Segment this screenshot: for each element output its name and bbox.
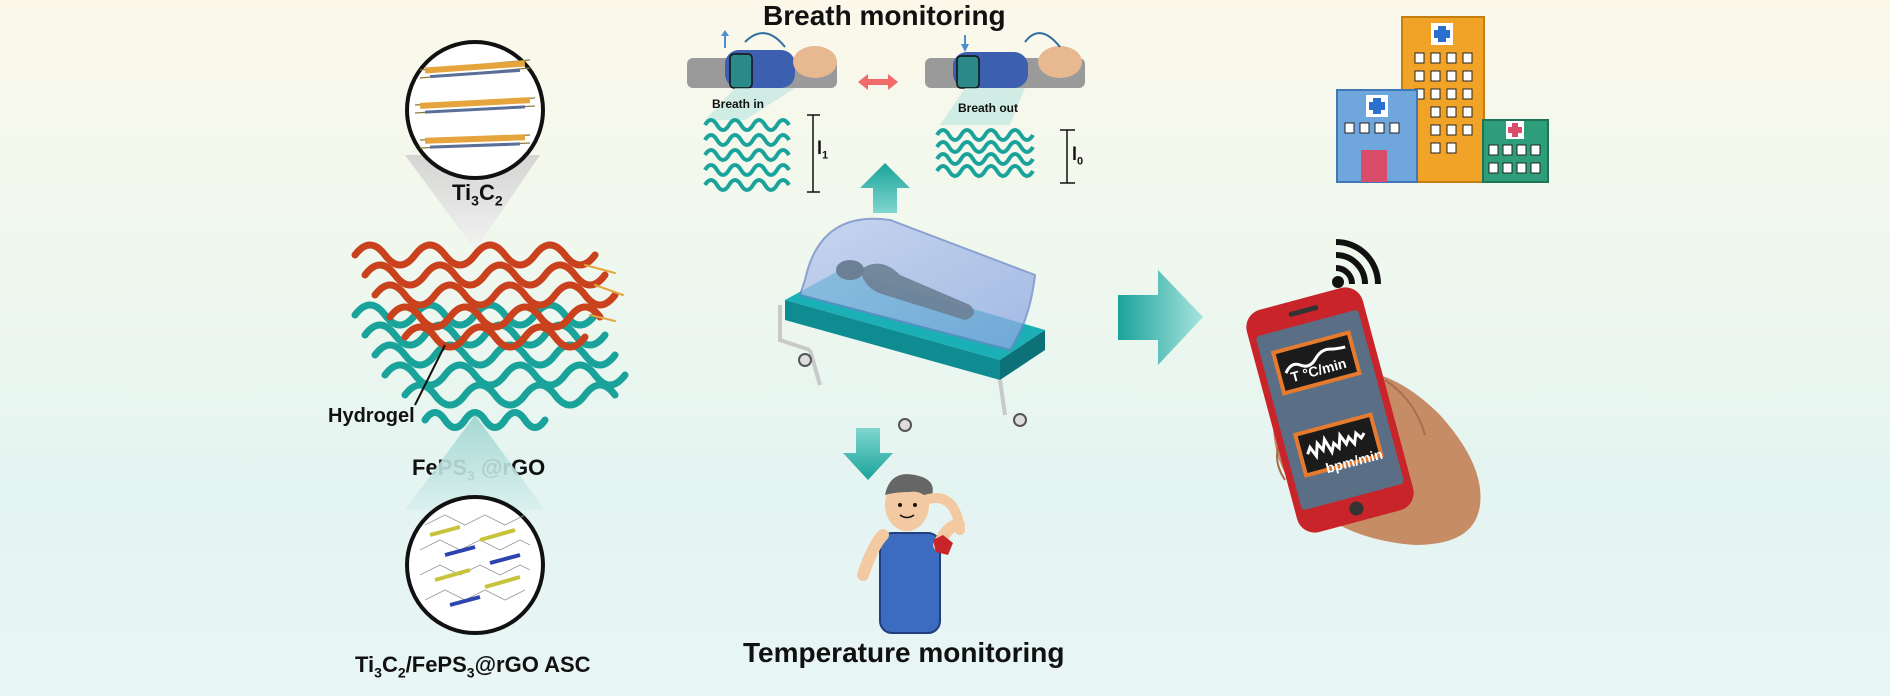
breath-monitoring-title: Breath monitoring	[763, 0, 1006, 31]
ti3c2-magnified-circle	[405, 40, 545, 250]
feps3-magnified-circle	[405, 415, 545, 635]
breath-in-figure	[687, 30, 837, 193]
l0-label: l0	[1072, 144, 1084, 168]
woven-electrode-stack	[351, 241, 629, 431]
bed-icon	[778, 217, 1045, 432]
breath-out-label: Breath out	[958, 101, 1018, 115]
wifi-signal-icon	[1332, 239, 1381, 288]
breath-in-label: Breath in	[712, 97, 765, 111]
hospital-icon	[1336, 16, 1549, 183]
breath-out-figure	[925, 32, 1085, 184]
arrow-right-icon	[1118, 270, 1203, 365]
temperature-monitoring-title: Temperature monitoring	[743, 637, 1065, 668]
arrow-down-icon	[843, 428, 893, 480]
arrow-up-icon	[860, 163, 910, 213]
ti3c2-label: Ti3C2	[452, 180, 503, 209]
double-arrow-icon	[858, 74, 898, 90]
smartphone-icon	[1246, 287, 1414, 533]
person-icon	[857, 474, 965, 634]
hydrogel-label: Hydrogel	[328, 405, 415, 427]
asc-label: Ti3C2/FePS3@rGO ASC	[355, 652, 591, 681]
l1-label: l1	[817, 138, 829, 162]
hydrogel-pointer	[414, 344, 446, 406]
